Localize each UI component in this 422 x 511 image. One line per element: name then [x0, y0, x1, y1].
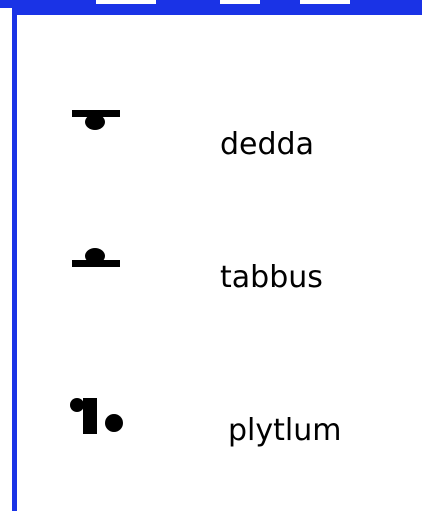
entry-word-dedda: dedda: [220, 127, 314, 162]
dedda-symbol-icon: [72, 110, 120, 130]
entry-word-tabbus: tabbus: [220, 260, 323, 295]
plytlum-symbol-icon: [70, 398, 123, 434]
entry-word-plytlum: plytlum: [228, 413, 342, 448]
vocabulary-card: [12, 8, 422, 511]
frame-top-edge: [0, 0, 422, 8]
tabbus-symbol-icon: [72, 248, 120, 267]
